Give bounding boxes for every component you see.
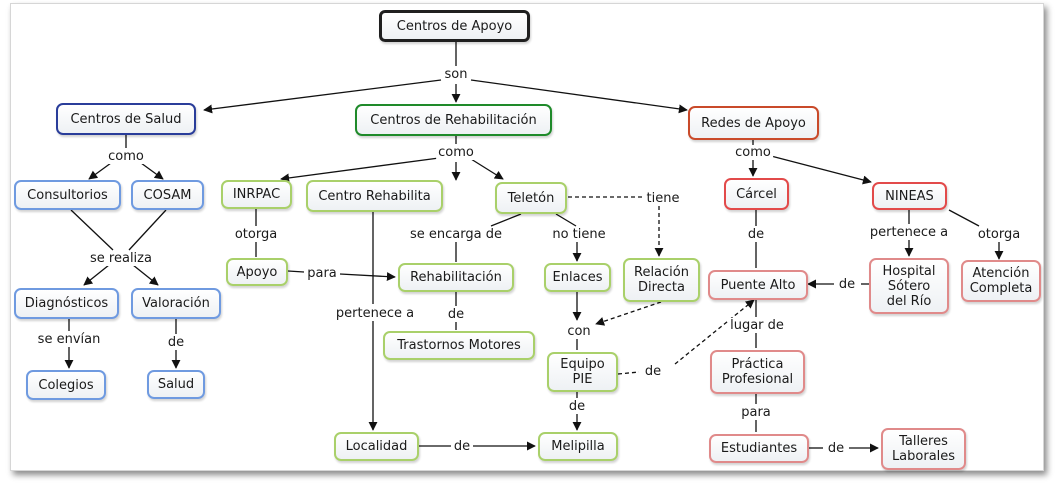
link-no-tiene: no tiene bbox=[550, 227, 608, 242]
link-lugar-de: lugar de bbox=[728, 318, 786, 333]
link-se-realiza: se realiza bbox=[88, 251, 154, 266]
node-centro-rehabilita[interactable]: Centro Rehabilita bbox=[306, 180, 443, 212]
node-puente-alto[interactable]: Puente Alto bbox=[708, 270, 808, 300]
link-otorga-inrpac: otorga bbox=[232, 227, 280, 242]
link-para-apoyo: para bbox=[305, 266, 339, 281]
connector-layer bbox=[64, 42, 1004, 453]
link-se-encarga-de: se encarga de bbox=[408, 227, 504, 242]
node-trastornos-motores[interactable]: Trastornos Motores bbox=[383, 331, 535, 360]
node-salud[interactable]: Salud bbox=[147, 370, 205, 399]
link-de-estudiantes: de bbox=[825, 441, 847, 456]
node-nineas[interactable]: NINEAS bbox=[872, 182, 947, 210]
node-localidad[interactable]: Localidad bbox=[334, 432, 419, 461]
link-de-carcel: de bbox=[745, 227, 767, 242]
node-estudiantes[interactable]: Estudiantes bbox=[709, 434, 809, 463]
link-pertenece-a-nineas: pertenece a bbox=[867, 225, 951, 240]
link-con: con bbox=[565, 324, 593, 339]
node-centros-de-apoyo[interactable]: Centros de Apoyo bbox=[379, 10, 530, 42]
node-inrpac[interactable]: INRPAC bbox=[221, 180, 292, 209]
link-como-redes: como bbox=[733, 145, 773, 160]
node-equipo-pie[interactable]: Equipo PIE bbox=[547, 352, 618, 392]
node-hospital-sotero-del-rio[interactable]: Hospital Sótero del Río bbox=[869, 258, 949, 314]
node-relacion-directa[interactable]: Relación Directa bbox=[623, 258, 700, 302]
node-valoracion[interactable]: Valoración bbox=[131, 288, 221, 319]
link-para-practica: para bbox=[739, 405, 773, 420]
link-tiene: tiene bbox=[644, 191, 682, 206]
node-atencion-completa[interactable]: Atención Completa bbox=[961, 260, 1041, 302]
link-de-pie-puente-alto: de bbox=[642, 364, 664, 379]
link-pertenece-a-rehab: pertenece a bbox=[333, 306, 417, 321]
node-diagnosticos[interactable]: Diagnósticos bbox=[14, 288, 119, 319]
node-colegios[interactable]: Colegios bbox=[26, 370, 106, 400]
node-consultorios[interactable]: Consultorios bbox=[14, 180, 121, 210]
link-de-pie-melipilla: de bbox=[566, 399, 588, 414]
node-melipilla[interactable]: Melipilla bbox=[538, 432, 618, 461]
link-de-trastornos: de bbox=[445, 307, 467, 322]
link-de-hospital: de bbox=[836, 277, 858, 292]
link-son: son bbox=[442, 67, 470, 82]
node-practica-profesional[interactable]: Práctica Profesional bbox=[710, 350, 805, 394]
node-carcel[interactable]: Cárcel bbox=[724, 178, 789, 210]
link-de-salud: de bbox=[165, 335, 187, 350]
node-enlaces[interactable]: Enlaces bbox=[544, 263, 611, 292]
node-rehabilitacion[interactable]: Rehabilitación bbox=[398, 263, 514, 292]
node-apoyo[interactable]: Apoyo bbox=[226, 258, 288, 286]
node-talleres-laborales[interactable]: Talleres Laborales bbox=[881, 428, 966, 470]
node-centros-de-salud[interactable]: Centros de Salud bbox=[56, 103, 196, 135]
concept-map-frame: Centros de Apoyo Centros de Salud Centro… bbox=[10, 3, 1044, 471]
node-centros-de-rehabilitacion[interactable]: Centros de Rehabilitación bbox=[355, 104, 552, 136]
node-cosam[interactable]: COSAM bbox=[131, 180, 204, 210]
node-redes-de-apoyo[interactable]: Redes de Apoyo bbox=[688, 106, 819, 140]
node-teleton[interactable]: Teletón bbox=[495, 182, 567, 214]
link-como-rehab: como bbox=[436, 145, 476, 160]
link-de-localidad: de bbox=[451, 439, 473, 454]
link-otorga-nineas: otorga bbox=[975, 227, 1023, 242]
link-como-salud: como bbox=[106, 149, 146, 164]
link-se-envian: se envían bbox=[35, 332, 103, 347]
